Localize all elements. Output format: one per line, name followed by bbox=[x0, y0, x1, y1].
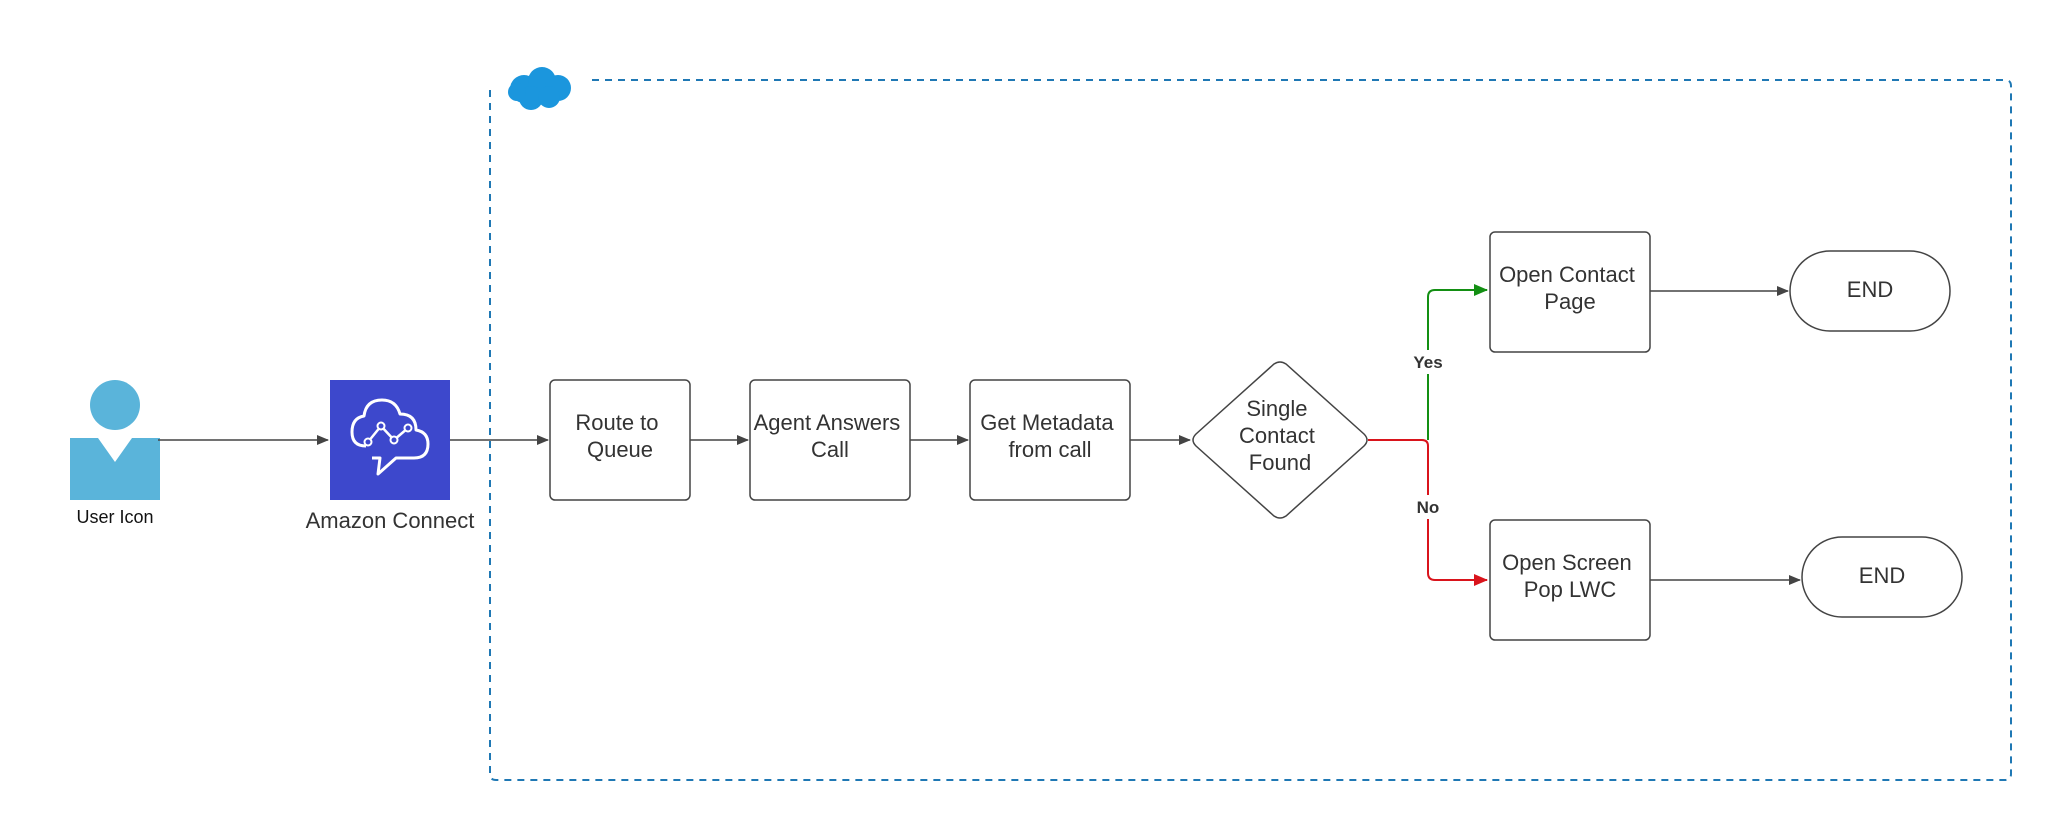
svg-text:Get Metadata from call: Get Metadata from call bbox=[980, 410, 1119, 462]
user-icon bbox=[70, 380, 160, 500]
edge-label-no: No bbox=[1417, 498, 1440, 517]
node-single-contact-found: Single Contact Found bbox=[1192, 361, 1368, 519]
edge-label-yes: Yes bbox=[1413, 353, 1442, 372]
amazon-connect-icon bbox=[330, 380, 450, 500]
svg-text:END: END bbox=[1847, 277, 1893, 302]
user-label: User Icon bbox=[76, 507, 153, 527]
node-end-top: END bbox=[1789, 250, 1951, 332]
amazon-connect-label: Amazon Connect bbox=[306, 508, 475, 533]
edge-yes bbox=[1427, 284, 1488, 440]
salesforce-cloud-icon bbox=[508, 67, 571, 110]
edge-no bbox=[1421, 439, 1488, 586]
svg-text:Agent Answers Call: Agent Answers Call bbox=[754, 410, 907, 462]
node-get-metadata: Get Metadata from call bbox=[969, 379, 1131, 501]
svg-text:END: END bbox=[1859, 563, 1905, 588]
node-open-contact-page: Open Contact Page bbox=[1489, 231, 1651, 353]
node-agent-answers-call: Agent Answers Call bbox=[749, 379, 911, 501]
salesforce-boundary bbox=[489, 79, 2012, 781]
svg-text:Route to Queue: Route to Queue bbox=[575, 410, 664, 462]
svg-text:Open Contact Page: Open Contact Page bbox=[1499, 262, 1641, 314]
svg-text:Open Screen Pop LWC: Open Screen Pop LWC bbox=[1502, 550, 1638, 602]
node-end-bottom: END bbox=[1801, 536, 1963, 618]
node-route-to-queue: Route to Queue bbox=[549, 379, 691, 501]
node-open-screen-pop: Open Screen Pop LWC bbox=[1489, 519, 1651, 641]
svg-text:Single Contact Fou: Single Contact Found bbox=[1239, 396, 1321, 475]
